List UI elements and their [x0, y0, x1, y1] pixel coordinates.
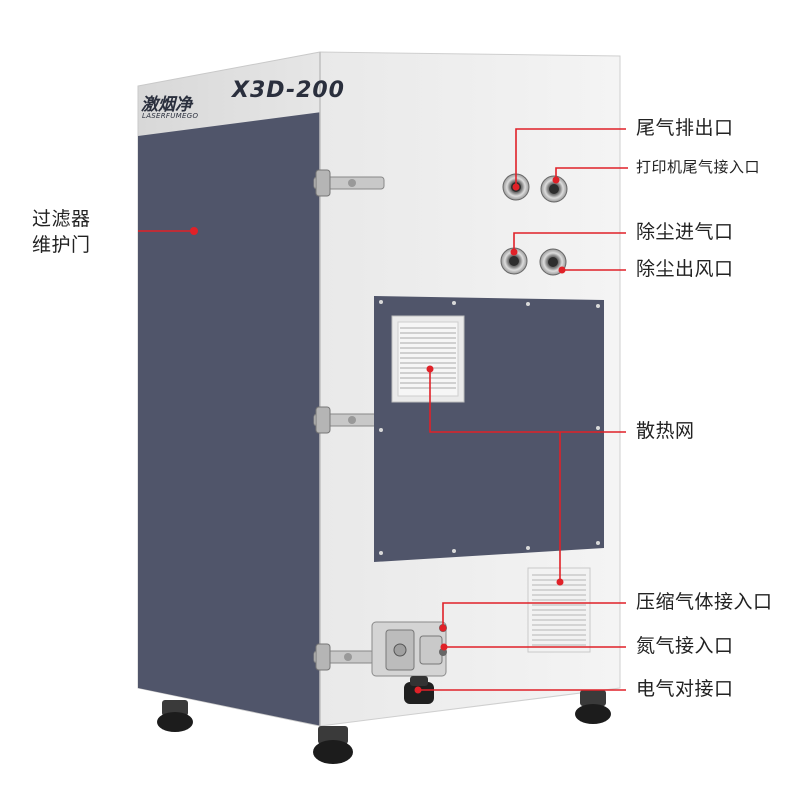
label-nitrogen-inlet: 氮气接入口 [636, 635, 734, 657]
leader-dust-air-inlet [513, 232, 626, 252]
label-filter-door-line1: 过滤器 [32, 208, 91, 230]
label-dust-air-inlet: 除尘进气口 [636, 221, 734, 243]
printer-exhaust-inlet-port [540, 175, 568, 203]
heat-vent-grille [391, 315, 465, 403]
door-latch-top [313, 169, 385, 197]
gas-connector-assembly [371, 621, 447, 677]
brand-logo-subtext: LASERFUMEGO [142, 112, 199, 120]
label-printer-exhaust-inlet: 打印机尾气接入口 [636, 158, 761, 176]
dust-air-inlet-port [500, 247, 528, 275]
label-filter-door-line2: 维护门 [32, 234, 91, 256]
label-dust-air-outlet: 除尘出风口 [636, 258, 734, 280]
callout-leaders [138, 128, 628, 691]
filter-door-panel [138, 112, 322, 726]
brand-logo-text: 激烟净 [141, 95, 192, 115]
label-electrical-port: 电气对接口 [636, 678, 734, 700]
label-heat-vent: 散热网 [636, 420, 695, 442]
label-exhaust-outlet: 尾气排出口 [636, 117, 734, 139]
access-panel-screws [379, 300, 600, 555]
leader-exhaust-outlet [515, 128, 626, 187]
label-compressed-gas-inlet: 压缩气体接入口 [636, 591, 773, 613]
callout-dots [190, 176, 566, 694]
caster-front-center [313, 726, 353, 764]
caster-front-left [157, 700, 193, 732]
leader-printer-exhaust-inlet [555, 167, 628, 180]
leader-compressed-gas [442, 602, 626, 628]
door-latch-bottom [313, 643, 375, 671]
door-latch-middle [313, 406, 385, 434]
model-number: X3D-200 [232, 78, 345, 103]
caster-front-right [575, 690, 611, 724]
